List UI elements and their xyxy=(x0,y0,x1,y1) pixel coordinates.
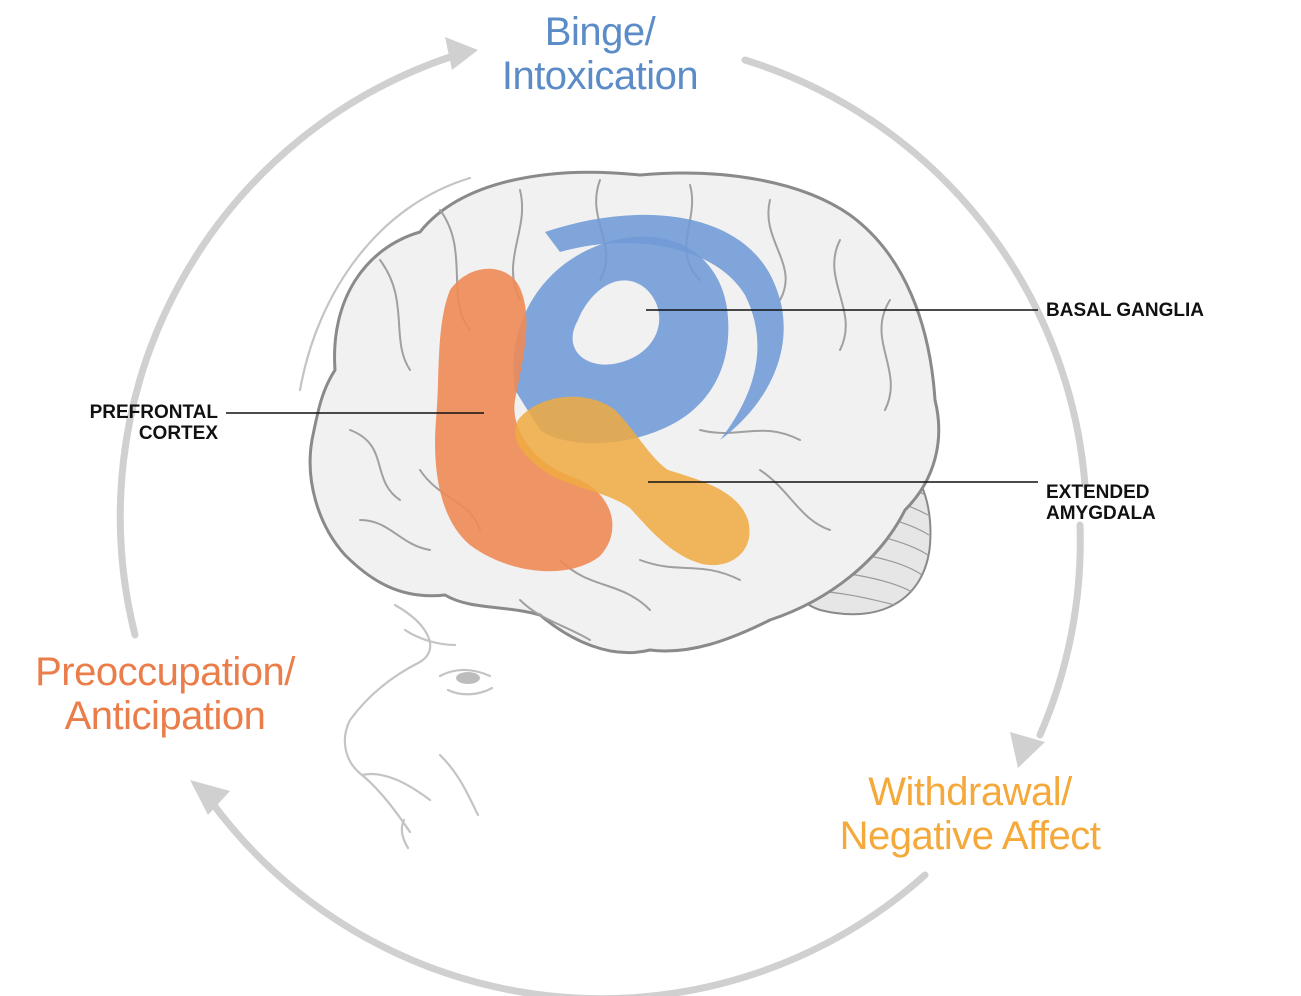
stage-label-withdrawal-negative-affect: Withdrawal/ Negative Affect xyxy=(790,770,1150,858)
stage-label-line-1: Binge/ xyxy=(470,10,730,54)
region-label-line-1: EXTENDED xyxy=(1046,482,1286,503)
stage-label-binge-intoxication: Binge/ Intoxication xyxy=(470,10,730,98)
stage-label-preoccupation-anticipation: Preoccupation/ Anticipation xyxy=(10,650,320,738)
region-label-line-1: PREFRONTAL xyxy=(8,402,218,423)
region-label-extended-amygdala: EXTENDED AMYGDALA xyxy=(1046,482,1286,524)
stage-label-line-2: Anticipation xyxy=(10,694,320,738)
arrowhead-left-icon xyxy=(190,780,230,815)
stage-label-line-2: Negative Affect xyxy=(790,814,1150,858)
region-label-line-2: CORTEX xyxy=(8,423,218,444)
cycle-arc-right xyxy=(1040,525,1080,735)
region-label-prefrontal-cortex: PREFRONTAL CORTEX xyxy=(8,402,218,444)
stage-label-line-1: Preoccupation/ xyxy=(10,650,320,694)
region-label-line-1: BASAL GANGLIA xyxy=(1046,300,1286,321)
region-label-basal-ganglia: BASAL GANGLIA xyxy=(1046,300,1286,321)
region-label-line-2: AMYGDALA xyxy=(1046,503,1286,524)
stage-label-line-2: Intoxication xyxy=(470,54,730,98)
stage-label-line-1: Withdrawal/ xyxy=(790,770,1150,814)
eye-icon xyxy=(456,672,480,684)
